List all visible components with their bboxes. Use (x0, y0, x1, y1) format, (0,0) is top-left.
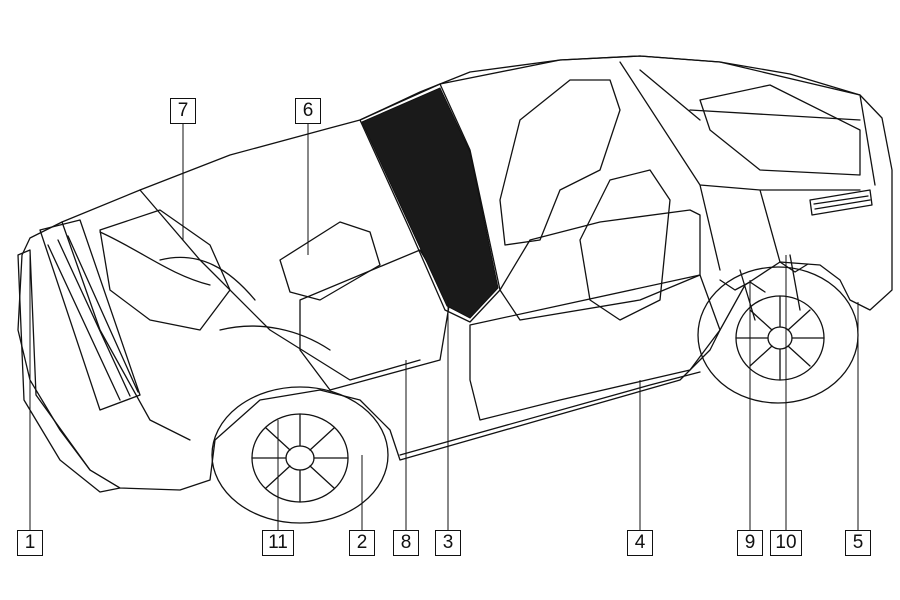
door-outline (469, 274, 721, 421)
rear-tire (697, 266, 859, 404)
callout-4: 4 (627, 530, 653, 556)
seat (499, 79, 621, 246)
roll-cage (619, 61, 861, 271)
roof-line (439, 55, 876, 186)
rear-grille (809, 189, 873, 216)
callout-1: 1 (17, 530, 43, 556)
car-body-outline (17, 55, 893, 491)
sill-line (399, 371, 701, 456)
callout-10: 10 (770, 530, 802, 556)
rear-rim-spokes (735, 295, 825, 381)
callout-9: 9 (737, 530, 763, 556)
callout-3: 3 (435, 530, 461, 556)
engine-cover (279, 221, 381, 301)
front-bumper (17, 249, 121, 493)
front-tire (211, 386, 389, 524)
callout-11: 11 (262, 530, 294, 556)
windshield-frame (359, 83, 501, 323)
callout-5: 5 (845, 530, 871, 556)
radiator (39, 219, 141, 411)
callout-8: 8 (393, 530, 419, 556)
callout-6: 6 (295, 98, 321, 124)
callout-2: 2 (349, 530, 375, 556)
rear-shock-absorber (719, 254, 809, 321)
hose (99, 231, 331, 351)
seat-back (579, 169, 671, 321)
side-window (499, 209, 701, 321)
engine-bay-outline (61, 189, 421, 441)
callout-7: 7 (170, 98, 196, 124)
engine-block (299, 249, 451, 391)
air-filter (99, 209, 231, 331)
windshield-shading (361, 87, 499, 319)
fuel-tank (699, 84, 861, 176)
